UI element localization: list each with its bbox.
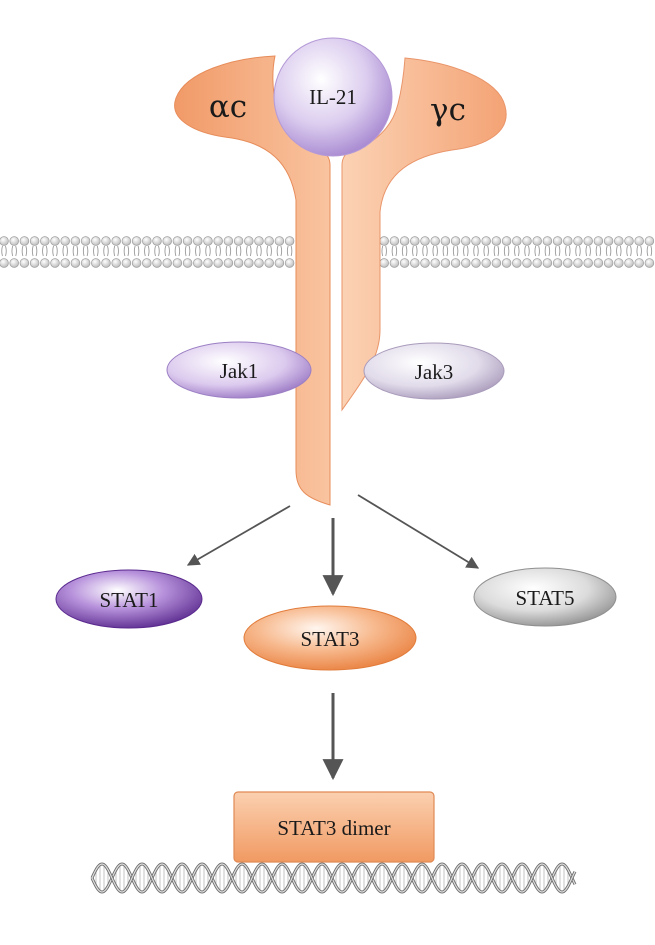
arrow-to-stat1 <box>186 505 291 566</box>
jak3-label: Jak3 <box>415 360 454 384</box>
jak1-kinase <box>166 341 312 399</box>
stat1-label: STAT1 <box>100 588 159 612</box>
stat5-label: STAT5 <box>516 586 575 610</box>
alpha-chain-label: αc <box>209 89 247 125</box>
il21-label: IL-21 <box>309 85 357 109</box>
jak3-kinase <box>363 342 505 400</box>
stat3-label: STAT3 <box>301 627 360 651</box>
stat1-protein <box>55 569 203 629</box>
gamma-chain-label: γc <box>430 92 466 128</box>
dna-helix <box>90 862 577 894</box>
jak1-label: Jak1 <box>220 359 259 383</box>
stat5-protein <box>473 567 617 627</box>
arrow-to-stat5 <box>357 494 480 569</box>
stat3-protein <box>243 605 417 671</box>
stat3-dimer-label: STAT3 dimer <box>277 816 390 840</box>
receptor-gamma-chain <box>341 57 507 412</box>
stat3-dimer-box <box>233 791 435 863</box>
cell-membrane <box>0 236 655 268</box>
il21-ligand <box>273 37 393 157</box>
